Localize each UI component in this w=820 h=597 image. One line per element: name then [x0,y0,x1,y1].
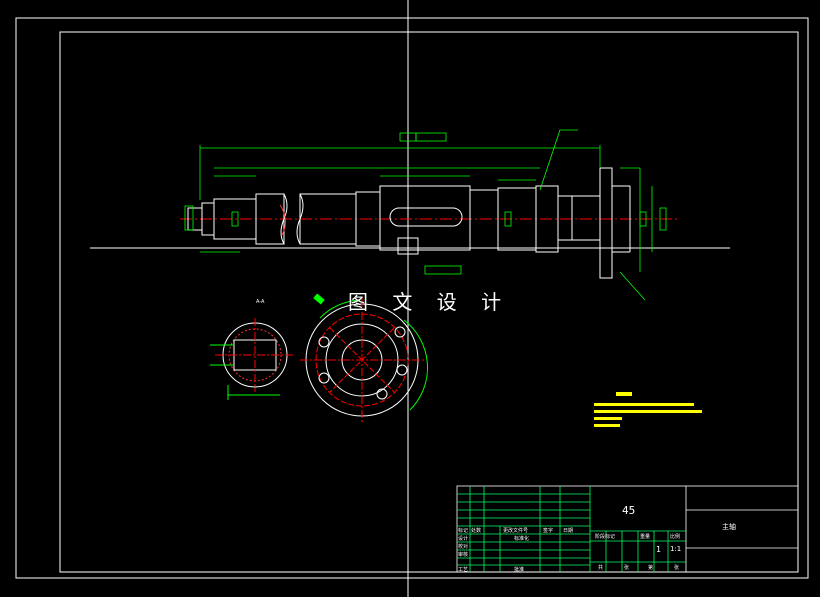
scale-value: 1:1 [670,545,682,553]
technical-notes [594,392,702,427]
qty-value: 1 [656,545,662,554]
shaft-main-view [180,167,680,279]
bottom-label-3: 张 [674,565,680,571]
section-label: A-A [256,299,265,305]
drawing-frame [59,31,799,573]
header-label-4: 日期 [563,528,574,534]
sheet-border [15,17,809,579]
section-a-a-view: A-A [210,299,295,400]
dimension-lines [184,129,667,301]
bottom-label-1: 张 [624,565,630,571]
title-block [456,485,799,573]
row-label-4: 标准化 [514,536,530,542]
right-label-2: 比例 [670,534,681,540]
header-label-1: 处数 [471,528,482,534]
header-label-3: 签字 [543,528,554,534]
header-label-0: 标记 [458,528,469,534]
row-label-3: 工艺 [458,567,469,573]
right-label-1: 重量 [640,534,651,540]
right-label-0: 阶段标记 [595,534,616,540]
flange-end-view [300,293,428,422]
watermark-text: 图 文 设 计 [348,290,511,314]
part-name-label: 主轴 [722,523,736,531]
row-label-1: 校对 [458,544,469,550]
row-label-2: 审核 [458,552,469,558]
row-label-5: 批准 [514,567,525,573]
row-label-0: 设计 [458,536,469,542]
bottom-label-0: 共 [598,565,604,571]
header-label-2: 更改文件号 [503,528,529,534]
bottom-label-2: 第 [648,565,654,571]
material-label: 45 [622,504,636,517]
